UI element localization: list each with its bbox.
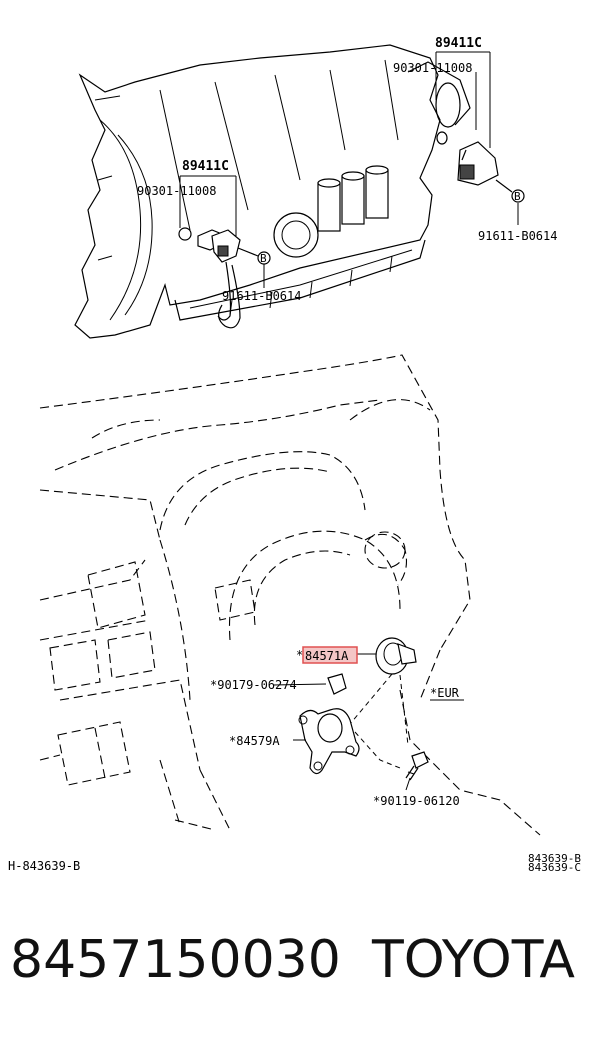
code-right-b: 843639-C <box>528 861 581 874</box>
clip-part <box>272 673 347 695</box>
switch-label: 84571A <box>305 649 349 663</box>
mid-gasket-label: 90301-11008 <box>137 184 216 198</box>
screw-label: *90119-06120 <box>373 794 460 808</box>
solenoid-towers <box>317 165 389 232</box>
mid-ref-b-label: B <box>260 252 267 265</box>
mid-group-label: 89411C <box>182 159 229 174</box>
clip-label: *90179-06274 <box>210 678 297 692</box>
top-gasket-label: 90301-11008 <box>393 61 472 75</box>
dashboard-drawing <box>39 354 541 836</box>
mid-group-leaders <box>179 175 265 288</box>
switch-label-highlight <box>302 646 358 664</box>
switch-mark: * <box>296 648 303 662</box>
brand-name: TOYOTA <box>372 930 575 990</box>
eur-label: *EUR <box>430 686 460 700</box>
mid-speed-sensor <box>178 227 271 265</box>
footer: 8457150030 TOYOTA <box>0 930 600 1010</box>
code-left: H-843639-B <box>8 859 80 873</box>
part-number: 8457150030 <box>10 930 341 990</box>
top-speed-sensor <box>436 131 525 203</box>
code-right-a: 843639-B <box>528 852 581 865</box>
top-group-leaders <box>435 51 519 225</box>
mid-bolt-label: 91611-B0614 <box>222 289 301 303</box>
screw-part <box>405 751 429 791</box>
top-ref-b-label: B <box>514 190 521 203</box>
bracket-part <box>293 708 401 775</box>
transmission-drawing <box>74 44 471 339</box>
top-group-label: 89411C <box>435 36 482 51</box>
bracket-label: *84579A <box>229 734 280 748</box>
switch-part <box>344 637 417 746</box>
top-bolt-label: 91611-B0614 <box>478 229 557 243</box>
